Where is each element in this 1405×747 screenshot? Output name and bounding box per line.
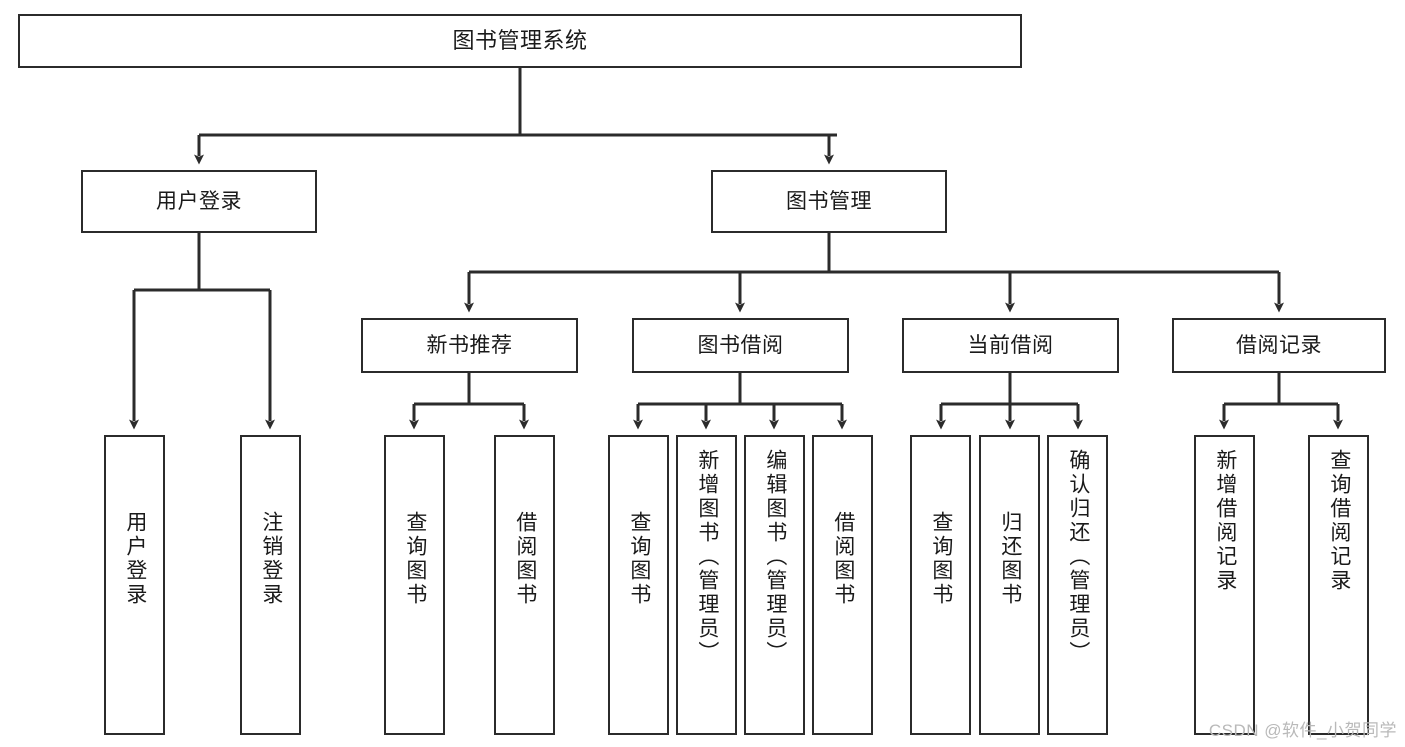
node-label: 用户登录	[156, 189, 242, 213]
node-label: 借阅图书	[513, 511, 537, 607]
leaf-user-login-login[interactable]: 用户登录	[104, 435, 165, 735]
node-current-borrow[interactable]: 当前借阅	[902, 318, 1119, 373]
node-label: 当前借阅	[967, 333, 1054, 357]
leaf-current-return-book[interactable]: 归还图书	[979, 435, 1040, 735]
leaf-record-query-record[interactable]: 查询借阅记录	[1308, 435, 1369, 735]
leaf-recommend-query-book[interactable]: 查询图书	[384, 435, 445, 735]
node-label: 借阅记录	[1236, 333, 1322, 357]
node-label: 图书借阅	[697, 333, 784, 357]
node-label: 查询图书	[929, 511, 953, 607]
node-label: 归还图书	[998, 511, 1022, 607]
leaf-current-confirm-return-admin[interactable]: 确认归还（管理员）	[1047, 435, 1108, 735]
node-label: 新书推荐	[426, 333, 513, 357]
node-user-login[interactable]: 用户登录	[81, 170, 317, 233]
leaf-borrow-add-book-admin[interactable]: 新增图书（管理员）	[676, 435, 737, 735]
node-label: 确认归还（管理员）	[1066, 449, 1090, 665]
node-book-management[interactable]: 图书管理	[711, 170, 947, 233]
leaf-borrow-edit-book-admin[interactable]: 编辑图书（管理员）	[744, 435, 805, 735]
node-label: 编辑图书（管理员）	[763, 449, 787, 665]
node-borrow-record[interactable]: 借阅记录	[1172, 318, 1386, 373]
leaf-borrow-borrow-book[interactable]: 借阅图书	[812, 435, 873, 735]
node-root-system[interactable]: 图书管理系统	[18, 14, 1022, 68]
node-label: 新增图书（管理员）	[695, 449, 719, 665]
node-label: 查询图书	[627, 511, 651, 607]
node-label: 图书管理	[786, 189, 872, 213]
leaf-current-query-book[interactable]: 查询图书	[910, 435, 971, 735]
node-label: 新增借阅记录	[1213, 449, 1237, 593]
leaf-borrow-query-book[interactable]: 查询图书	[608, 435, 669, 735]
node-label: 注销登录	[259, 511, 283, 607]
node-label: 借阅图书	[831, 511, 855, 607]
node-label: 用户登录	[123, 511, 147, 607]
watermark-text: CSDN @软件_小贺同学	[1208, 721, 1397, 740]
node-new-book-recommend[interactable]: 新书推荐	[361, 318, 578, 373]
node-label: 查询图书	[403, 511, 427, 607]
node-label: 图书管理系统	[452, 27, 588, 53]
node-book-borrow[interactable]: 图书借阅	[632, 318, 849, 373]
leaf-user-login-logout[interactable]: 注销登录	[240, 435, 301, 735]
leaf-record-add-record[interactable]: 新增借阅记录	[1194, 435, 1255, 735]
node-label: 查询借阅记录	[1327, 449, 1351, 593]
leaf-recommend-borrow-book[interactable]: 借阅图书	[494, 435, 555, 735]
